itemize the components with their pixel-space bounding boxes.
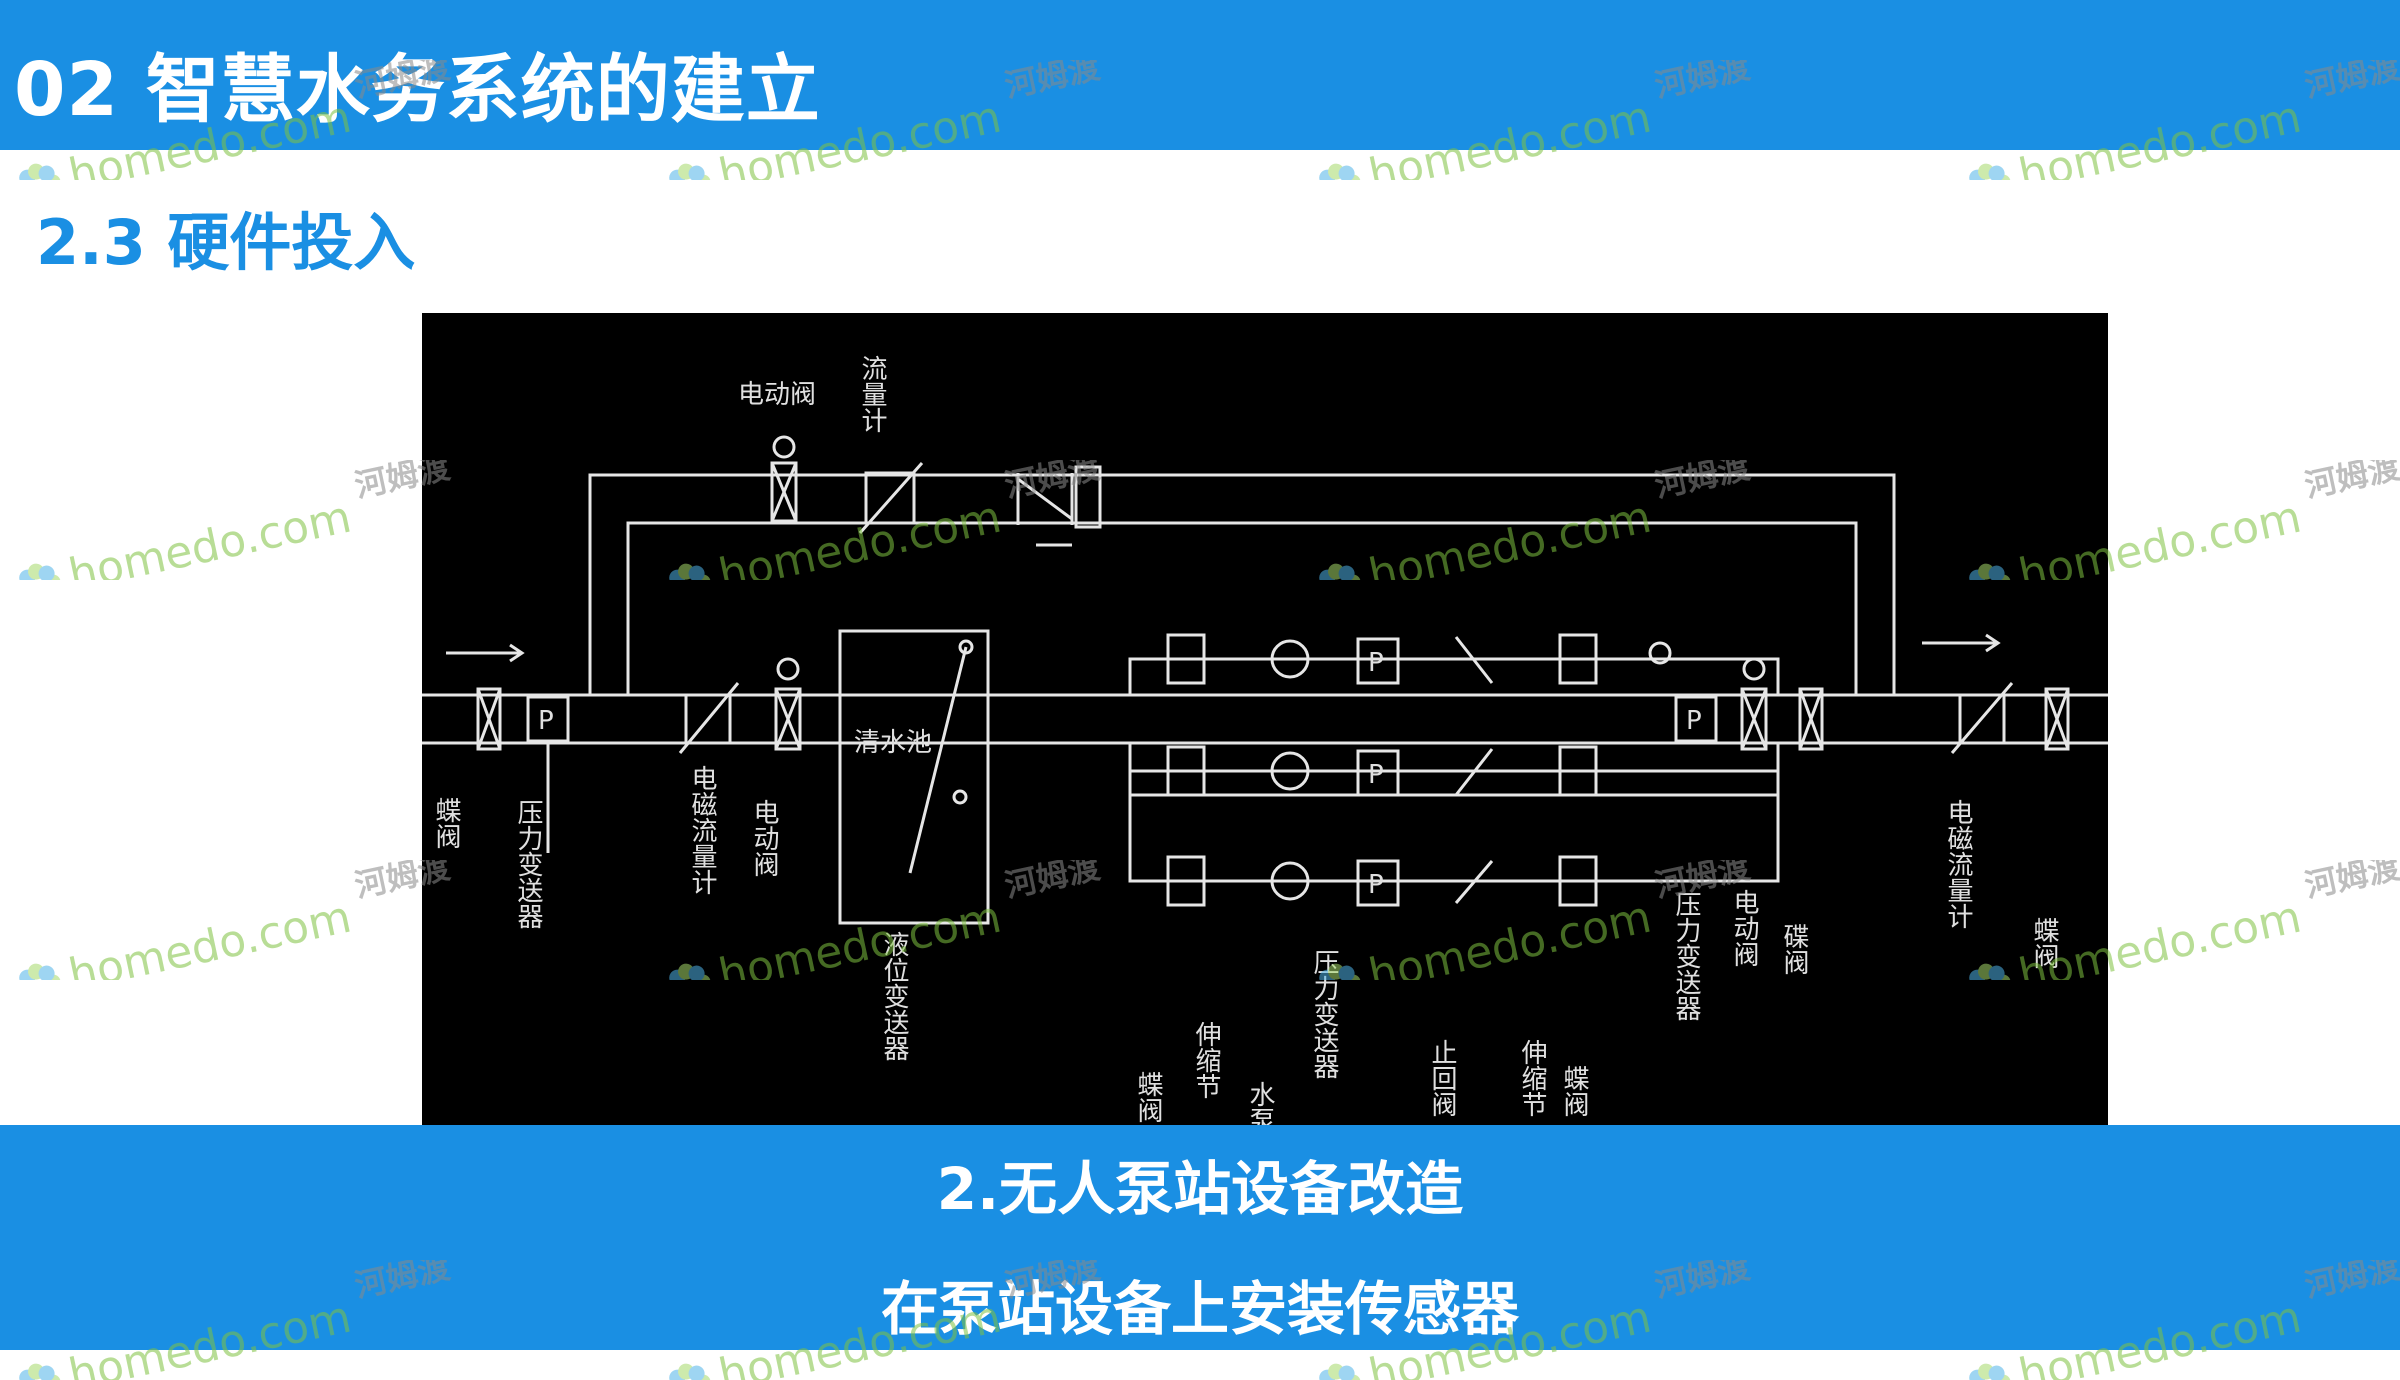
svg-text:河姆渡: 河姆渡 (2301, 460, 2400, 505)
label-em-flowmeter-right: 电磁流量计 (1943, 799, 1973, 929)
electric-valve-right (1740, 657, 1768, 751)
pressure-transmitter-right: P (1648, 641, 1718, 743)
clear-pool-label: 清水池 (854, 728, 932, 758)
svg-text:homedo.com: homedo.com (64, 492, 355, 580)
footer-bar (0, 1125, 2400, 1350)
butterfly-valve-right (1798, 687, 1824, 751)
check-valve-top (1016, 465, 1102, 547)
label-electric-valve-left: 电动阀 (749, 799, 779, 877)
flow-meter-top (858, 462, 924, 534)
label-butterfly-valve-pump: 蝶阀 (1133, 1071, 1163, 1123)
label-butterfly-valve-left: 蝶阀 (431, 797, 461, 849)
em-flowmeter-right (1950, 682, 2014, 754)
label-expansion-joint-2: 伸缩节 (1517, 1039, 1547, 1117)
svg-text:P: P (1368, 760, 1384, 790)
pump-unit-1: P (1166, 633, 1598, 685)
label-em-flowmeter-left: 电磁流量计 (687, 765, 717, 895)
label-level-transmitter: 液位变送器 (879, 931, 909, 1061)
label-pump: 水泵 (1245, 1081, 1275, 1125)
label-flow-meter-top: 流量计 (857, 355, 887, 433)
em-flowmeter-left (678, 682, 740, 754)
clear-water-pool: 清水池 (838, 629, 990, 925)
label-expansion-joint-1: 伸缩节 (1191, 1021, 1221, 1099)
butterfly-valve-far-right (2044, 687, 2070, 751)
pump-branches (1128, 657, 1780, 883)
section-subtitle: 2.3 硬件投入 (36, 206, 416, 279)
header-bar: 02 智慧水务系统的建立 (0, 0, 2400, 150)
svg-text:P: P (1368, 648, 1384, 678)
label-check-valve: 止回阀 (1427, 1039, 1457, 1117)
electric-valve-left (774, 657, 802, 751)
electric-valve-top (770, 435, 798, 523)
svg-text:P: P (1686, 706, 1702, 736)
bypass-pipe-outer (588, 473, 1896, 695)
svg-text:P: P (1368, 870, 1384, 900)
butterfly-valve-left (476, 687, 502, 751)
pump-unit-3: P (1166, 855, 1598, 907)
label-pressure-transmitter-pump: 压力变送器 (1309, 949, 1339, 1079)
pressure-transmitter-left: P (526, 695, 570, 853)
svg-text:homedo.com: homedo.com (64, 892, 355, 980)
caption-line-1: 2.无人泵站设备改造 (936, 1155, 1464, 1223)
label-butterfly-valve-right: 碟阀 (1779, 923, 1809, 975)
pump-station-diagram: P (422, 313, 2108, 1125)
p-symbol: P (538, 706, 554, 736)
label-butterfly-valve-far-right: 蝶阀 (2029, 917, 2059, 969)
bypass-pipe-inner (626, 521, 1858, 695)
pipeline-schematic: P (422, 355, 2108, 1125)
label-electric-valve-right: 电动阀 (1729, 889, 1759, 967)
label-pressure-transmitter-right: 压力变送器 (1671, 891, 1701, 1021)
svg-text:河姆渡: 河姆渡 (2301, 860, 2400, 905)
caption-line-2: 在泵站设备上安装传感器 (880, 1275, 1519, 1343)
page-title: 02 智慧水务系统的建立 (14, 47, 821, 133)
label-butterfly-valve-pump-2: 蝶阀 (1559, 1065, 1589, 1117)
label-electric-valve-top: 电动阀 (738, 380, 816, 410)
inflow-arrow (446, 643, 525, 663)
outflow-arrow (1922, 633, 2001, 653)
label-pressure-transmitter-left: 压力变送器 (513, 799, 543, 929)
pump-unit-2: P (1166, 745, 1598, 797)
